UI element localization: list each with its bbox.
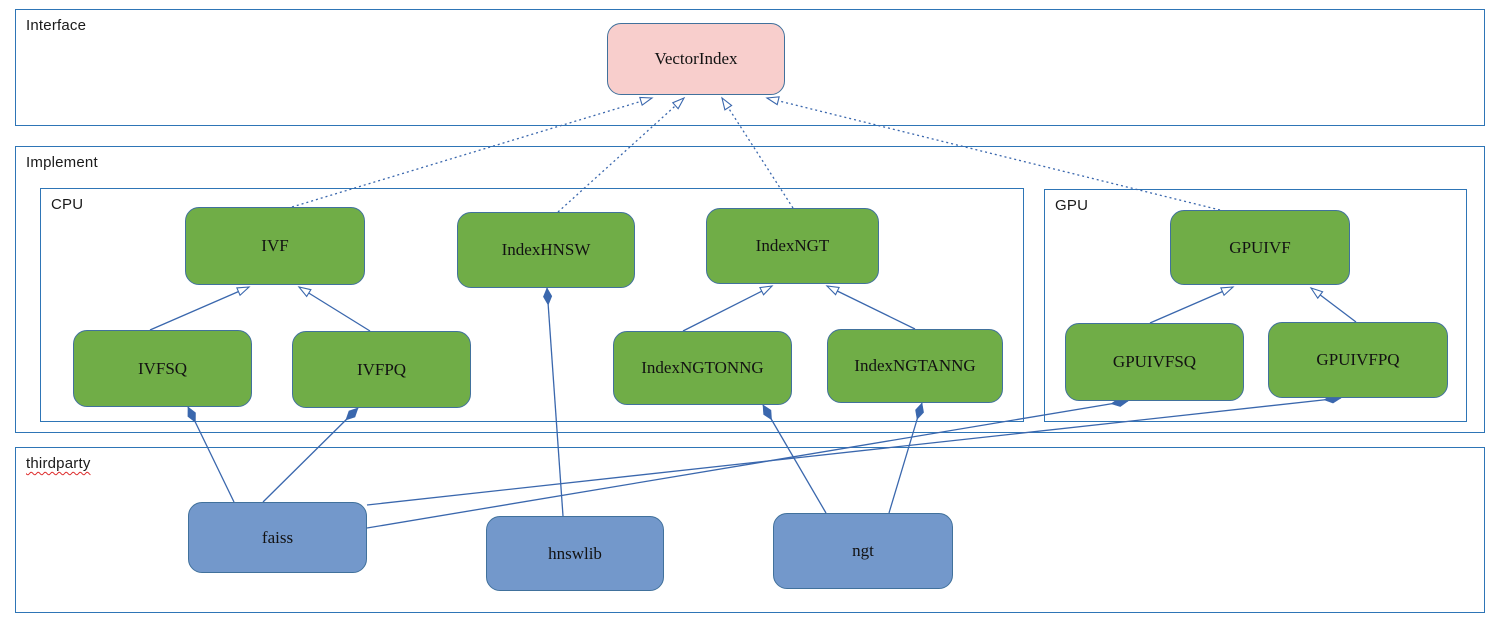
node-ivfpq: IVFPQ bbox=[292, 331, 471, 408]
node-vectorindex: VectorIndex bbox=[607, 23, 785, 95]
node-hnswlib: hnswlib bbox=[486, 516, 664, 591]
node-gpuivfsq: GPUIVFSQ bbox=[1065, 323, 1244, 401]
section-gpu-label: GPU bbox=[1055, 197, 1089, 214]
node-indexngtonng: IndexNGTONNG bbox=[613, 331, 792, 405]
section-implement-label: Implement bbox=[26, 154, 98, 171]
node-indexngtanng: IndexNGTANNG bbox=[827, 329, 1003, 403]
node-ngt: ngt bbox=[773, 513, 953, 589]
section-thirdparty-label: thirdparty bbox=[26, 455, 91, 472]
node-ivfsq: IVFSQ bbox=[73, 330, 252, 407]
node-indexhnsw: IndexHNSW bbox=[457, 212, 635, 288]
section-interface-label: Interface bbox=[26, 17, 87, 34]
node-indexngt: IndexNGT bbox=[706, 208, 879, 284]
node-faiss: faiss bbox=[188, 502, 367, 573]
node-ivf: IVF bbox=[185, 207, 365, 285]
node-gpuivf: GPUIVF bbox=[1170, 210, 1350, 285]
section-cpu-label: CPU bbox=[51, 196, 84, 213]
node-gpuivfpq: GPUIVFPQ bbox=[1268, 322, 1448, 398]
